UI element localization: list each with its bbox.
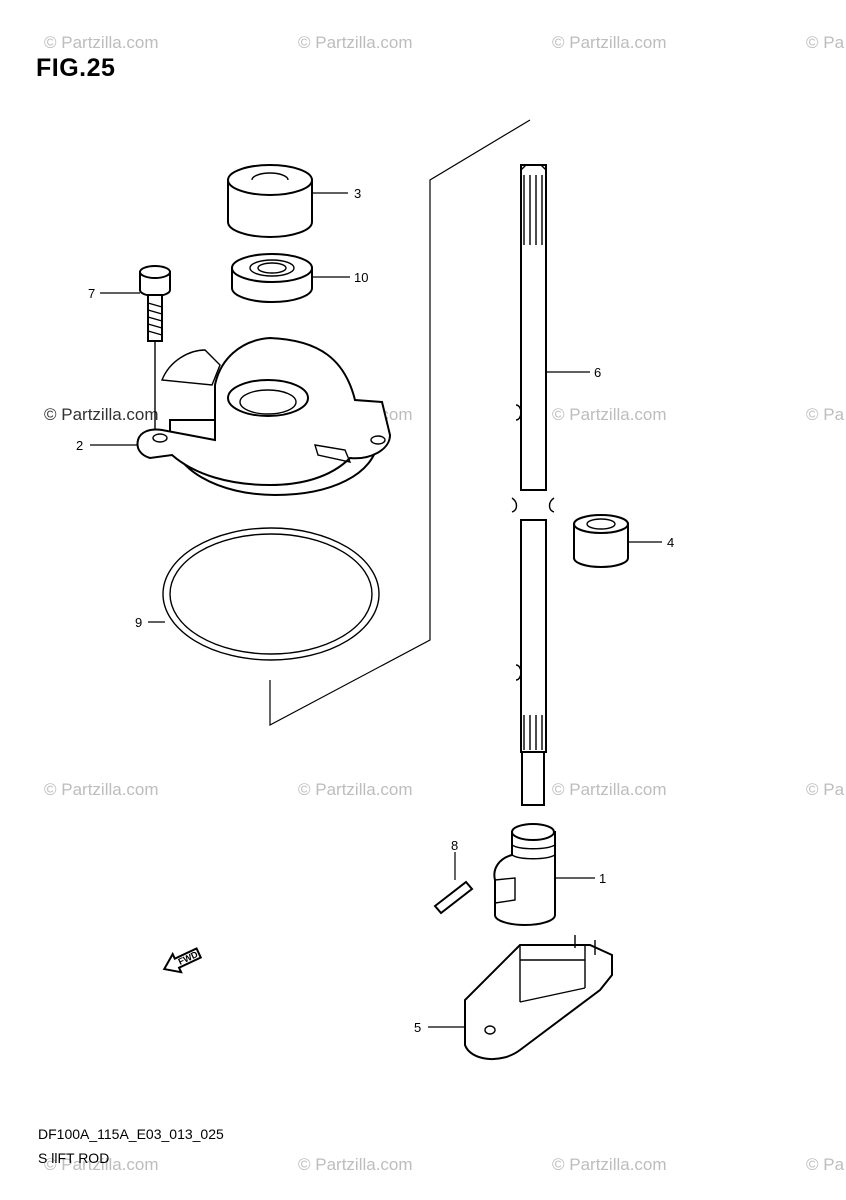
callout-8: 8: [451, 838, 458, 853]
part-10-oil-seal: [231, 253, 313, 303]
group-bracket-line: [269, 119, 531, 726]
watermark: © Partzilla.com: [298, 780, 413, 799]
figure-title: FIG.25: [36, 54, 116, 82]
part-2-housing: [136, 336, 392, 497]
part-4-bushing: [573, 514, 629, 568]
watermark: © Partzilla.com: [44, 1155, 159, 1174]
callout-4: 4: [667, 535, 674, 550]
watermark: © Partzilla.com: [44, 405, 159, 424]
callout-5: 5: [414, 1020, 421, 1035]
watermark-partial: © Pa: [806, 33, 845, 52]
watermark-layer: © Partzilla.com © Partzilla.com © Partzi…: [44, 33, 845, 1174]
part-9-o-ring: [162, 527, 380, 661]
watermark: © Partzilla.com: [298, 1155, 413, 1174]
watermark: © Partzilla.com: [44, 33, 159, 52]
fwd-arrow-icon: FWD: [162, 947, 203, 974]
callout-10: 10: [354, 270, 368, 285]
watermark: © Partzilla.com: [298, 33, 413, 52]
watermark: © Partzilla.com: [552, 33, 667, 52]
part-6-shift-rod: [511, 164, 555, 806]
part-3-cap: [227, 164, 313, 238]
callout-6: 6: [594, 365, 601, 380]
callout-labels: 3 10 7 2 6 4 9 8 1 5: [76, 186, 674, 1035]
watermark-partial: © Pa: [806, 780, 845, 799]
part-7-bolt: [139, 265, 171, 440]
watermark-partial: © Pa: [806, 405, 845, 424]
part-1-joint: [493, 823, 556, 926]
callout-9: 9: [135, 615, 142, 630]
watermark: © Partzilla.com: [552, 1155, 667, 1174]
watermark-partial: © Pa: [806, 1155, 845, 1174]
section-name: S llFT ROD: [38, 1150, 110, 1166]
part-8-pin: [433, 852, 474, 915]
drawing-code: DF100A_115A_E03_013_025: [38, 1126, 224, 1142]
watermark: © Partzilla.com: [44, 780, 159, 799]
callout-3: 3: [354, 186, 361, 201]
watermark: © Partzilla.com: [552, 405, 667, 424]
part-5-slider: [464, 935, 613, 1061]
callout-2: 2: [76, 438, 83, 453]
watermark: © Partzilla.com: [552, 780, 667, 799]
callout-1: 1: [599, 871, 606, 886]
callout-leaders: [90, 192, 662, 1028]
callout-7: 7: [88, 286, 95, 301]
